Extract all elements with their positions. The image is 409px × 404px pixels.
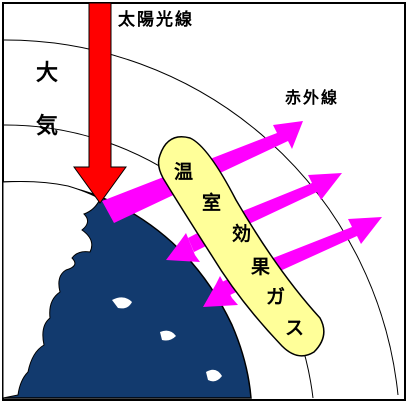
land-island [30,304,46,317]
sunlight-label: 太陽光線 [118,9,194,30]
greenhouse-gas-label-char: ス [285,317,304,339]
infrared-arrow [228,173,342,231]
greenhouse-gas-label-char: 温 [174,161,193,183]
land-island [112,297,132,309]
greenhouse-gas-label-char: ガ [266,286,285,308]
land-island [206,369,222,382]
greenhouse-gas-band [157,136,325,357]
infrared-label: 赤外線 [285,88,339,107]
atmosphere-label-char: 大 [36,61,58,86]
greenhouse-gas-label-char: 果 [250,256,270,278]
land-island [36,200,58,213]
sunlight-arrow [73,2,127,204]
greenhouse-gas-label-char: 効 [232,222,251,245]
atmosphere-label-char: 気 [36,113,58,139]
infrared-arrow [263,217,382,276]
infrared-arrow-head [203,276,238,307]
greenhouse-gas-label-char: 室 [202,191,221,214]
infrared-arrow-head [166,233,200,262]
land-island [160,330,176,341]
